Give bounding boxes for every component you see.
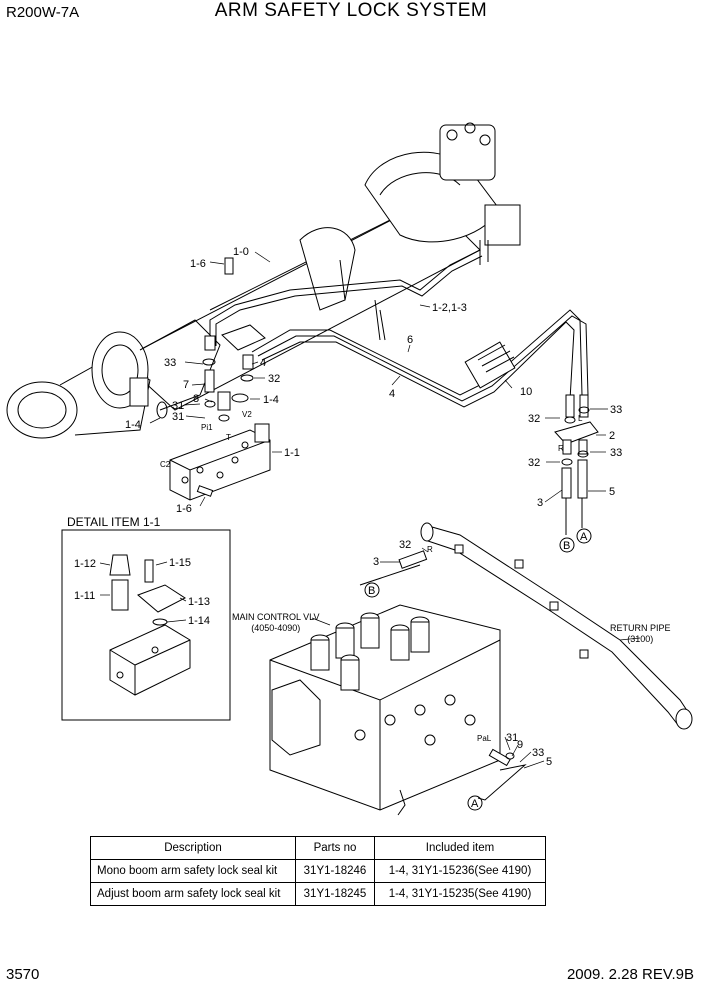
port-label-c2: C2 <box>160 460 171 469</box>
callout-5: 5 <box>546 756 552 768</box>
cell-description: Adjust boom arm safety lock seal kit <box>90 882 296 906</box>
connector-a: A <box>471 798 479 810</box>
main-control-valve-label: MAIN CONTROL VLV <box>232 612 320 622</box>
return-pipe-note: RETURN PIPE (3100) <box>610 623 671 645</box>
detail-item-drawing <box>109 554 191 696</box>
callout-2: 2 <box>609 430 615 442</box>
port-label-v2: V2 <box>242 410 252 419</box>
callout-leaders <box>99 251 641 769</box>
callout-3: 3 <box>373 556 379 568</box>
callout-31: 31 <box>172 400 184 412</box>
page-title: ARM SAFETY LOCK SYSTEM <box>214 0 488 21</box>
callout-3: 3 <box>537 497 543 509</box>
connector-b: B <box>563 540 570 552</box>
hose-fittings-drawing <box>554 394 599 553</box>
detail-callout-1-14: 1-14 <box>188 615 210 627</box>
callout-1-6: 1-6 <box>176 503 192 515</box>
callout-33: 33 <box>610 404 622 416</box>
cell-included-item: 1-4, 31Y1-15236(See 4190) <box>374 859 546 883</box>
table-header-row: Description Parts no Included item <box>90 836 546 860</box>
callout-10: 10 <box>520 386 532 398</box>
callout-32: 32 <box>528 457 540 469</box>
revision-date: 2009. 2.28 REV.9B <box>566 966 694 983</box>
model-number: R200W-7A <box>6 4 80 21</box>
cell-included-item: 1-4, 31Y1-15235(See 4190) <box>374 882 546 906</box>
pipe-assembly-lines <box>209 249 589 408</box>
callout-1-2-1-3: 1-2,1-3 <box>432 302 467 314</box>
detail-callout-1-12: 1-12 <box>74 558 96 570</box>
port-label-r: R <box>558 444 564 453</box>
callout-7: 7 <box>183 379 189 391</box>
page-number: 3570 <box>6 966 40 983</box>
col-included-item: Included item <box>374 836 546 860</box>
col-parts-no: Parts no <box>295 836 375 860</box>
detail-item-title: DETAIL ITEM 1-1 <box>67 515 161 529</box>
main-control-valve-ref: (4050-4090) <box>251 623 301 633</box>
safety-lock-valve-drawing <box>156 257 271 501</box>
return-pipe-ref: (3100) <box>627 634 654 644</box>
seal-kit-table: Description Parts no Included item Mono … <box>90 836 546 906</box>
cell-parts-no: 31Y1-18246 <box>295 859 375 883</box>
port-label-l: L <box>578 414 583 423</box>
callout-4: 4 <box>389 388 395 400</box>
callout-6: 6 <box>407 334 413 346</box>
callout-1-4: 1-4 <box>125 419 141 431</box>
callout-33: 33 <box>164 357 176 369</box>
return-pipe-label: RETURN PIPE <box>610 623 671 633</box>
table-row: Adjust boom arm safety lock seal kit 31Y… <box>90 882 546 906</box>
cell-description: Mono boom arm safety lock seal kit <box>90 859 296 883</box>
callout-31: 31 <box>172 411 184 423</box>
detail-callout-1-13: 1-13 <box>188 596 210 608</box>
cell-parts-no: 31Y1-18245 <box>295 882 375 906</box>
callout-33: 33 <box>610 447 622 459</box>
callout-33: 33 <box>532 747 544 759</box>
arm-cylinder-drawing <box>6 122 521 439</box>
detail-callout-1-15: 1-15 <box>169 557 191 569</box>
callout-8: 8 <box>193 393 199 405</box>
callout-1-4: 1-4 <box>263 394 279 406</box>
connector-b: B <box>368 585 375 597</box>
port-label-t: T <box>226 433 231 442</box>
connector-a: A <box>580 531 588 543</box>
callout-5: 5 <box>609 486 615 498</box>
return-pipe-drawing <box>359 522 693 730</box>
callout-labels: 1-0 1-6 1-2,1-3 6 33 4 32 7 8 1-4 31 31 … <box>74 246 622 810</box>
callout-9: 9 <box>517 739 523 751</box>
port-label-pal: PaL <box>477 734 492 743</box>
callout-1-1: 1-1 <box>284 447 300 459</box>
callout-32: 32 <box>399 539 411 551</box>
main-control-valve-note: MAIN CONTROL VLV (4050-4090) <box>232 612 320 634</box>
detail-item-box <box>61 529 231 721</box>
callout-32: 32 <box>268 373 280 385</box>
callout-1-0: 1-0 <box>233 246 249 258</box>
main-control-valve-drawing <box>269 604 527 816</box>
col-description: Description <box>90 836 296 860</box>
detail-callout-1-11: 1-11 <box>74 590 95 602</box>
callout-1-6: 1-6 <box>190 258 206 270</box>
callout-4: 4 <box>260 357 266 369</box>
callout-32: 32 <box>528 413 540 425</box>
port-label-r: R <box>427 545 433 554</box>
callout-31: 31 <box>506 732 518 744</box>
port-label-pi1: Pi1 <box>201 423 213 432</box>
table-row: Mono boom arm safety lock seal kit 31Y1-… <box>90 859 546 883</box>
